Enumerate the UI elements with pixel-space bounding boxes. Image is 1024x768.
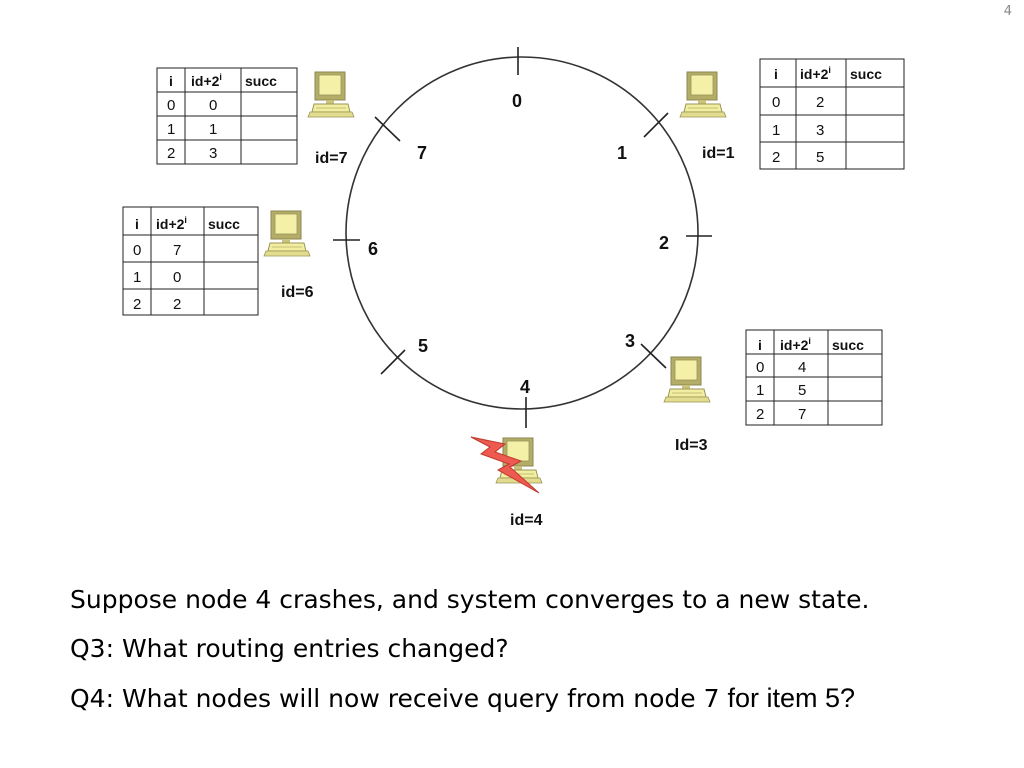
table-cell: 2 xyxy=(816,94,824,111)
table-cell: 0 xyxy=(133,242,141,259)
question-text: Suppose node 4 crashes, and system conve… xyxy=(70,578,1000,725)
ring-label-5: 5 xyxy=(418,336,428,356)
computer-icon-node-3 xyxy=(663,356,711,403)
node-label-4: id=4 xyxy=(510,512,543,529)
ring-label-4: 4 xyxy=(520,377,530,397)
node-label-1: id=1 xyxy=(702,145,735,162)
computer-icon-node-6 xyxy=(263,210,311,257)
table-cell: 2 xyxy=(167,145,175,162)
table-header: i xyxy=(758,337,762,353)
table-header: i xyxy=(169,73,173,89)
table-header: id+2i xyxy=(156,215,187,232)
node-label-6: id=6 xyxy=(281,284,314,301)
ring-label-6: 6 xyxy=(368,239,378,259)
computer-icon-node-7 xyxy=(307,71,355,118)
table-cell: 0 xyxy=(167,97,175,114)
table-cell: 1 xyxy=(133,269,141,286)
table-cell: 3 xyxy=(816,122,824,139)
table-cell: 5 xyxy=(798,382,806,399)
tick-3 xyxy=(640,343,667,369)
table-cell: 0 xyxy=(173,269,181,286)
table-cell: 4 xyxy=(798,359,806,376)
table-cell: 1 xyxy=(167,121,175,138)
table-cell: 1 xyxy=(209,121,217,138)
table-header: succ xyxy=(850,66,882,82)
finger-table-node-6: i id+2i succ 0 7 1 0 2 2 xyxy=(122,206,259,316)
table-header: i xyxy=(135,216,139,232)
statement-line: Suppose node 4 crashes, and system conve… xyxy=(70,585,870,614)
question-q4-tail: for item 5? xyxy=(727,683,856,713)
lightning-icon xyxy=(470,436,540,494)
finger-table-node-1: i id+2i succ 0 2 1 3 2 5 xyxy=(759,58,905,170)
table-cell: 2 xyxy=(133,296,141,313)
table-header: i xyxy=(774,66,778,82)
ring-label-1: 1 xyxy=(617,143,627,163)
table-header: succ xyxy=(832,337,864,353)
table-cell: 0 xyxy=(756,359,764,376)
finger-table-node-7: i id+2i succ 0 0 1 1 2 3 xyxy=(156,67,298,165)
slide-number: 4 xyxy=(1003,4,1012,19)
table-cell: 7 xyxy=(173,242,181,259)
finger-table-node-3: i id+2i succ 0 4 1 5 2 7 xyxy=(745,329,883,426)
table-cell: 0 xyxy=(209,97,217,114)
question-q3: Q3: What routing entries changed? xyxy=(70,634,509,663)
table-cell: 5 xyxy=(816,149,824,166)
table-cell: 2 xyxy=(756,406,764,423)
tick-1 xyxy=(643,112,669,138)
ring-label-3: 3 xyxy=(625,331,635,351)
node-label-7: id=7 xyxy=(315,150,348,167)
table-cell: 2 xyxy=(772,149,780,166)
question-q4-main: Q4: What nodes will now receive query fr… xyxy=(70,684,728,713)
table-cell: 7 xyxy=(798,406,806,423)
ring-label-0: 0 xyxy=(512,91,522,111)
table-cell: 3 xyxy=(209,145,217,162)
ring-label-7: 7 xyxy=(417,143,427,163)
table-header: succ xyxy=(245,73,277,89)
table-cell: 2 xyxy=(173,296,181,313)
tick-5 xyxy=(380,349,406,375)
table-header: succ xyxy=(208,216,240,232)
ring-label-2: 2 xyxy=(659,233,669,253)
table-header: id+2i xyxy=(780,336,811,353)
ring-circle xyxy=(345,56,699,410)
table-cell: 1 xyxy=(772,122,780,139)
table-cell: 0 xyxy=(772,94,780,111)
chord-ring-diagram: 0 1 2 3 4 5 6 7 id=7 id=1 id=6 Id=3 id=4… xyxy=(122,47,905,529)
table-header: id+2i xyxy=(800,65,831,82)
ring-ticks xyxy=(333,47,712,428)
table-header: id+2i xyxy=(191,72,222,89)
tick-7 xyxy=(374,116,401,142)
question-q4: Q4: What nodes will now receive query fr… xyxy=(70,676,1000,725)
computer-icon-node-1 xyxy=(679,71,727,118)
table-cell: 1 xyxy=(756,382,764,399)
node-label-3: Id=3 xyxy=(675,437,708,454)
